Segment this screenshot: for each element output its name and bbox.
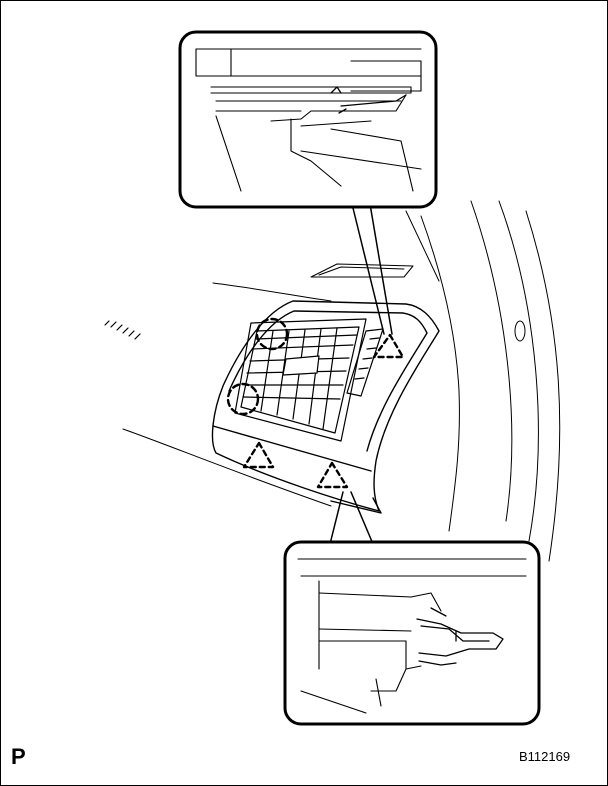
defroster-slot bbox=[310, 263, 414, 278]
bottom-detail-inset bbox=[283, 540, 541, 726]
vent-housing bbox=[211, 300, 440, 514]
dashboard-outline bbox=[104, 200, 561, 562]
leader-lines bbox=[329, 203, 393, 545]
top-detail-inset bbox=[178, 30, 438, 209]
upper-clip-circle bbox=[255, 317, 289, 351]
bottom-left-claw-triangle bbox=[242, 441, 275, 469]
corner-letter-label: P bbox=[11, 744, 26, 769]
vent-grille bbox=[234, 318, 384, 442]
clip-markers-round bbox=[226, 317, 289, 416]
side-hole bbox=[514, 320, 526, 342]
figure-code-label: B112169 bbox=[519, 749, 571, 764]
lower-clip-circle bbox=[226, 382, 260, 416]
right-claw-triangle bbox=[372, 333, 405, 359]
claw-markers-triangle bbox=[242, 333, 405, 489]
bottom-right-claw-triangle bbox=[316, 461, 349, 489]
vent-knob bbox=[282, 355, 320, 376]
hatch-marks bbox=[104, 320, 141, 340]
vent-dial bbox=[346, 328, 384, 397]
